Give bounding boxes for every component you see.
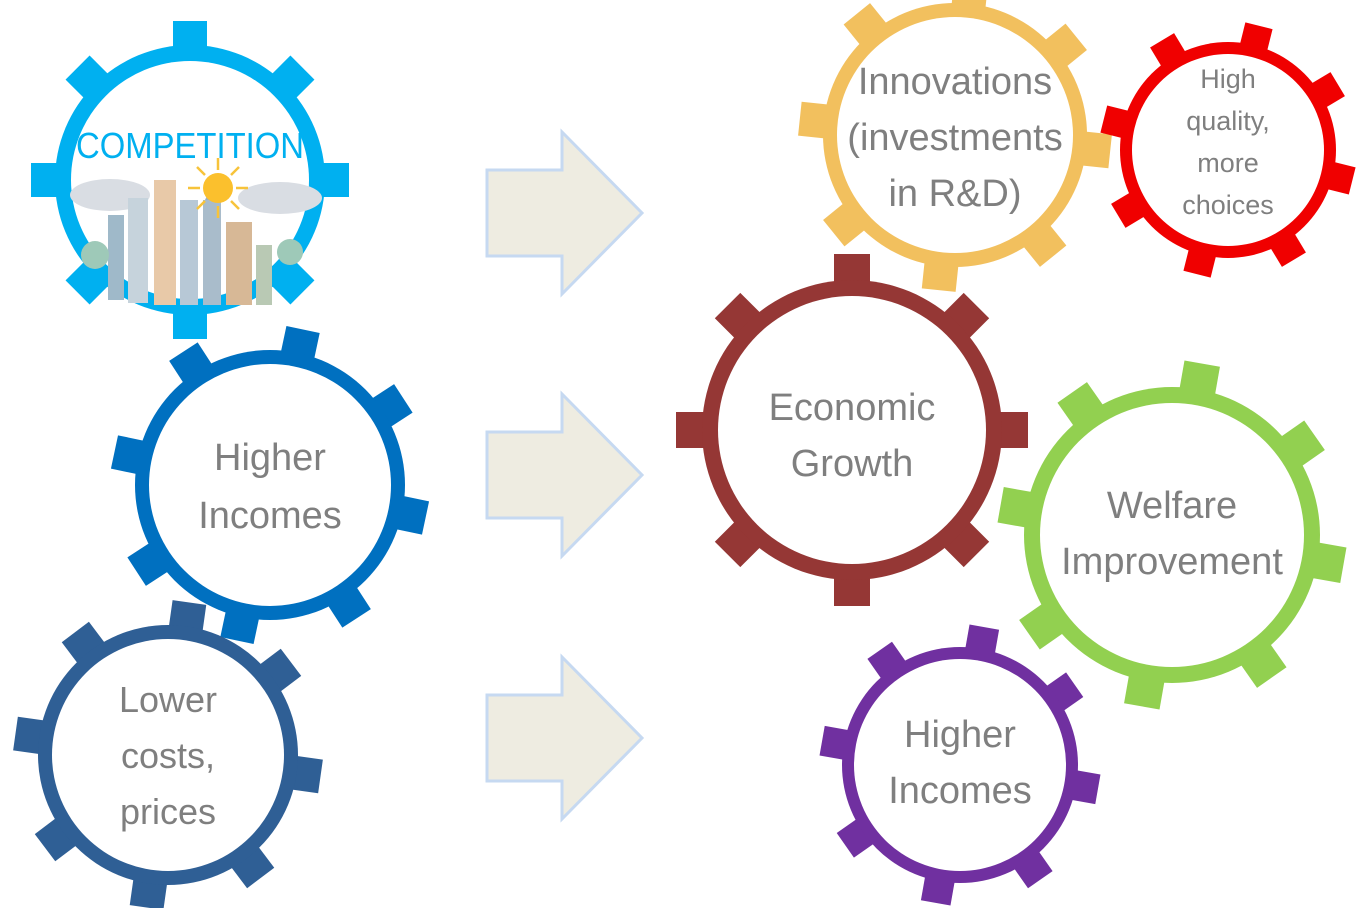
gear-hub <box>149 364 391 606</box>
higher-incomes-right-label-line: Incomes <box>888 770 1032 812</box>
welfare-label-line: Improvement <box>1061 541 1283 583</box>
gear-hub <box>1040 403 1304 667</box>
high-quality-label-line: quality, <box>1186 106 1270 136</box>
welfare-label-line: Welfare <box>1107 485 1237 527</box>
city-skyline-sun-icon <box>70 158 322 305</box>
arrow-top <box>485 128 645 298</box>
gear-hub <box>854 659 1066 871</box>
high-quality-label-line: High <box>1200 64 1256 94</box>
higher-incomes-left-label-line: Higher <box>214 437 326 479</box>
higher-incomes-left-label-line: Incomes <box>198 495 342 537</box>
gear-innovations: Innovations (investments in R&D) <box>798 0 1112 292</box>
gear-hub <box>52 639 284 871</box>
economic-growth-label-line: Growth <box>791 443 913 485</box>
competition-label-line: COMPETITION <box>76 125 304 166</box>
gear-hub <box>1132 54 1324 246</box>
high-quality-label-line: choices <box>1182 190 1274 220</box>
gear-hub <box>718 296 986 564</box>
innovations-label-line: Innovations <box>858 61 1052 103</box>
gear-lower-costs: Lower costs, prices <box>13 600 323 908</box>
economic-growth-label-line: Economic <box>769 387 936 429</box>
gear-high-quality: High quality, more choices <box>1100 22 1356 278</box>
gear-hub <box>837 17 1073 253</box>
lower-costs-label-line: Lower <box>119 679 217 720</box>
arrow-middle <box>485 390 645 560</box>
lower-costs-label-line: prices <box>120 791 216 832</box>
innovations-label-line: in R&D) <box>888 173 1021 215</box>
arrow-bottom <box>485 653 645 823</box>
high-quality-label-line: more <box>1197 148 1259 178</box>
higher-incomes-right-label-line: Higher <box>904 714 1016 756</box>
innovations-label-line: (investments <box>847 117 1062 159</box>
lower-costs-label-line: costs, <box>121 735 215 776</box>
gear-competition: COMPETITION <box>31 21 349 339</box>
